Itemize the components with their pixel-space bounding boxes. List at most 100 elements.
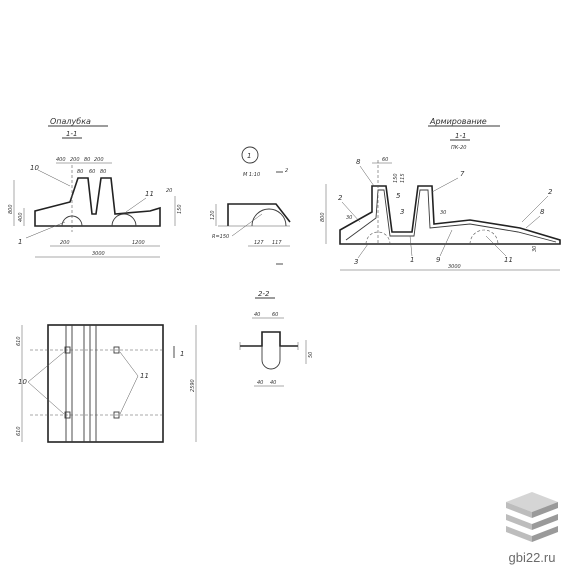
plan-leader-11-b (119, 375, 139, 415)
plan-callout-11: 11 (140, 372, 149, 380)
bar-mark-2-left-leader (341, 201, 361, 223)
detail-dim-b: 117 (272, 240, 282, 246)
plan-embed-2 (64, 411, 71, 419)
section22-right-dim: 50 (308, 352, 314, 358)
plan-view: 610 610 2590 1 10 11 (16, 324, 197, 443)
bar-mark-3-bottom: 3 (354, 258, 358, 266)
detail-dim-a: 127 (254, 240, 264, 246)
detail-outline (227, 203, 291, 226)
reinforcement-section: Армирование 1-1 ПК-20 800 60 150 115 300… (320, 117, 561, 271)
detail-number: 1 (247, 152, 251, 160)
depth-mark-2: 30 (440, 210, 446, 216)
formwork-slot-dim-2: 60 (89, 169, 95, 175)
reinforcement-top-dim: 60 (382, 157, 388, 163)
formwork-slot-dim-3: 80 (100, 169, 106, 175)
plan-callout-10: 10 (18, 378, 27, 386)
bar-mark-3-bottom-leader (357, 243, 369, 259)
formwork-leader-11 (125, 197, 147, 213)
plan-embed-1 (64, 346, 71, 354)
formwork-leader-10 (37, 169, 71, 187)
bar-mark-1: 1 (410, 256, 414, 264)
section-2-2: 2-2 40 60 50 40 40 (239, 290, 314, 387)
section22-bottom-dim-1: 40 (257, 380, 263, 386)
bar-mark-7-leader (431, 177, 459, 193)
detail-dim-left: 120 (210, 210, 216, 220)
plan-left-dim-2: 610 (16, 426, 22, 436)
watermark-layer-top-side (506, 502, 532, 518)
reinforcement-overall: 3000 (448, 264, 461, 270)
reinforcement-section-label: 1-1 (455, 132, 466, 140)
reinforcement-title: Армирование (429, 117, 487, 126)
bar-mark-2-left: 2 (338, 194, 343, 202)
formwork-overall: 3000 (92, 251, 105, 257)
bar-mark-1-leader (409, 235, 413, 257)
formwork-right-hole (111, 213, 137, 227)
formwork-right-height: 150 (177, 204, 183, 214)
section22-top-dim-1: 40 (254, 312, 260, 318)
watermark-layer-bottom-right (532, 526, 558, 542)
bar-mark-8-top: 8 (356, 158, 361, 166)
reinforcement-height: 800 (320, 212, 326, 222)
detail-arrow-label: 2 (285, 168, 288, 174)
watermark-text: gbi22.ru (508, 550, 556, 565)
plan-outline (47, 324, 164, 443)
bar-mark-8-right-leader (525, 215, 541, 229)
formwork-section-label: 1-1 (66, 130, 77, 138)
formwork-leader-1 (25, 221, 66, 239)
watermark-layer-bottom (506, 526, 532, 542)
reinforcement-slope-dim-1: 150 (393, 173, 399, 183)
watermark-layer-middle (506, 514, 532, 530)
plan-section-mark: 1 (180, 350, 184, 358)
bar-mark-3-mid: 3 (400, 208, 404, 216)
bar-mark-11: 11 (504, 256, 513, 264)
formwork-title: Опалубка (50, 117, 91, 126)
formwork-callout-11: 11 (145, 190, 154, 198)
formwork-callout-10: 10 (30, 164, 39, 172)
bar-mark-9-leader (439, 229, 453, 257)
depth-mark-3: 30 (532, 246, 538, 252)
formwork-outline (34, 177, 161, 227)
plan-embed-4 (113, 411, 120, 419)
reinforcement-right-hole (469, 229, 499, 245)
formwork-slot-dim-1: 80 (77, 169, 83, 175)
bar-mark-9: 9 (436, 256, 441, 264)
formwork-top-dim-3: 80 (84, 157, 90, 163)
bar-mark-11-leader (485, 235, 507, 257)
formwork-top-dim-4: 200 (94, 157, 104, 163)
bar-mark-5: 5 (396, 192, 401, 200)
plan-leader-11-a (119, 351, 139, 377)
detail-arc (251, 208, 287, 227)
watermark: gbi22.ru (497, 488, 567, 565)
plan-embed-3 (113, 346, 120, 354)
section22-title: 2-2 (258, 290, 270, 298)
formwork-right-step: 20 (166, 188, 172, 194)
bar-mark-2-right-leader (521, 195, 549, 223)
watermark-layer-top-right (532, 502, 558, 518)
formwork-top-dim-1: 400 (56, 157, 66, 163)
detail-number-circle (241, 146, 259, 164)
plan-leader-10-a (27, 351, 65, 383)
formwork-top-dim-2: 200 (70, 157, 80, 163)
detail-radius-leader (231, 213, 263, 237)
formwork-section: Опалубка 1-1 800 400 400 200 80 200 80 6… (8, 117, 183, 258)
bar-mark-2-right: 2 (548, 188, 553, 196)
section22-outline (240, 331, 298, 347)
reinforcement-left-hole (365, 231, 391, 245)
reinforcement-slope-dim-2: 115 (400, 173, 406, 183)
formwork-height-total: 800 (8, 204, 14, 214)
formwork-bottom-left: 200 (60, 240, 70, 246)
detail-radius: R=150 (212, 234, 229, 240)
formwork-callout-1: 1 (18, 238, 22, 246)
plan-left-dim-1: 610 (16, 336, 22, 346)
plan-right-dim: 2590 (190, 379, 196, 392)
section22-groove (261, 346, 281, 370)
reinforcement-inner-rebar (345, 189, 557, 243)
formwork-height-low: 400 (18, 212, 24, 222)
bar-mark-8-top-leader (359, 165, 375, 187)
reinforcement-ref: ПК-20 (451, 145, 466, 151)
bar-mark-7: 7 (460, 170, 465, 178)
reinforcement-outline (339, 185, 561, 245)
detail-scale: М 1:10 (243, 172, 260, 178)
formwork-bottom-right: 1200 (132, 240, 145, 246)
